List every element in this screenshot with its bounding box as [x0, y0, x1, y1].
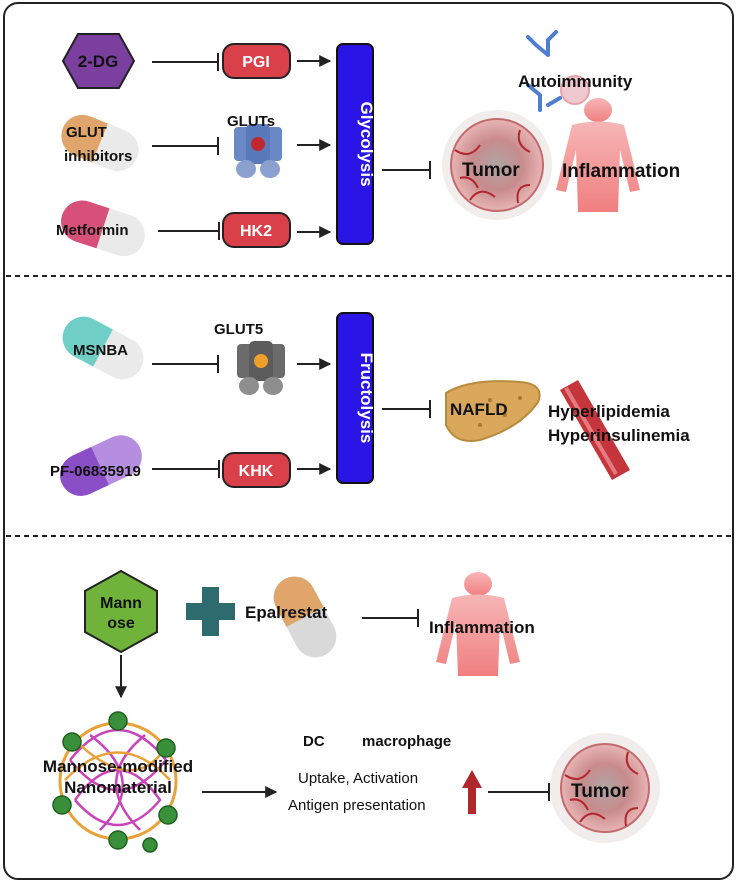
label-mannose-1: Mann	[100, 595, 142, 612]
plus-icon	[186, 587, 235, 636]
pf-pill-icon	[59, 435, 142, 496]
label-tumor-2: Tumor	[571, 781, 629, 802]
label-glut-inhibitors-1: GLUT	[66, 124, 107, 141]
label-tumor-1: Tumor	[462, 160, 520, 181]
label-inflammation-1: Inflammation	[562, 161, 680, 182]
label-pgi: PGI	[242, 54, 270, 71]
label-hyperlipidemia: Hyperlipidemia	[548, 402, 670, 421]
human-body-icon	[556, 98, 640, 212]
label-pf: PF-06835919	[50, 463, 141, 480]
tumor-icon	[442, 110, 552, 220]
label-nanomaterial-2: Nanomaterial	[64, 778, 172, 797]
antibody-icon	[526, 30, 590, 112]
label-autoimmunity: Autoimmunity	[518, 72, 633, 91]
label-khk: KHK	[239, 463, 274, 480]
hexagon-2dg: 2-DG	[61, 33, 136, 89]
hexagon-mannose: Mann ose	[84, 569, 158, 654]
gluts-transporter-icon	[234, 124, 282, 178]
label-gluts: GLUTs	[227, 113, 275, 130]
enzyme-pgi: PGI	[222, 43, 291, 79]
liver-icon	[445, 380, 541, 442]
label-nanomaterial-1: Mannose-modified	[43, 757, 193, 776]
enzyme-khk: KHK	[222, 452, 291, 488]
glut5-transporter-icon	[237, 341, 285, 395]
label-uptake: Uptake, Activation	[298, 770, 418, 787]
msnba-pill-icon	[62, 316, 144, 380]
human-body-icon-2	[436, 572, 520, 676]
label-antigen: Antigen presentation	[288, 797, 426, 814]
label-epalrestat: Epalrestat	[245, 603, 328, 622]
pathway-fructolysis: Fructolysis	[336, 312, 376, 484]
label-nafld: NAFLD	[450, 400, 508, 419]
label-inflammation-2: Inflammation	[429, 618, 535, 637]
pathway-glycolysis: Glycolysis	[336, 43, 376, 245]
label-msnba: MSNBA	[73, 342, 128, 359]
epalrestat-pill-icon	[273, 576, 337, 658]
label-hyperinsulinemia: Hyperinsulinemia	[548, 426, 690, 445]
up-arrow-icon	[462, 770, 482, 814]
label-2dg: 2-DG	[78, 52, 119, 71]
label-macrophage: macrophage	[362, 733, 451, 750]
label-glycolysis: Glycolysis	[357, 101, 376, 186]
label-fructolysis: Fructolysis	[357, 353, 376, 444]
label-glut5: GLUT5	[214, 321, 263, 338]
tumor-icon-2	[550, 733, 660, 843]
label-metformin: Metformin	[56, 222, 129, 239]
glut-inhibitor-pill-icon	[61, 114, 139, 172]
label-mannose-2: ose	[107, 615, 135, 632]
nanomaterial-icon	[52, 711, 178, 853]
label-dc: DC	[303, 733, 325, 750]
label-hk2: HK2	[240, 223, 272, 240]
metformin-pill-icon	[61, 200, 145, 257]
enzyme-hk2: HK2	[222, 212, 291, 248]
blood-vessel-icon	[560, 380, 630, 480]
label-glut-inhibitors-2: inhibitors	[64, 148, 132, 165]
